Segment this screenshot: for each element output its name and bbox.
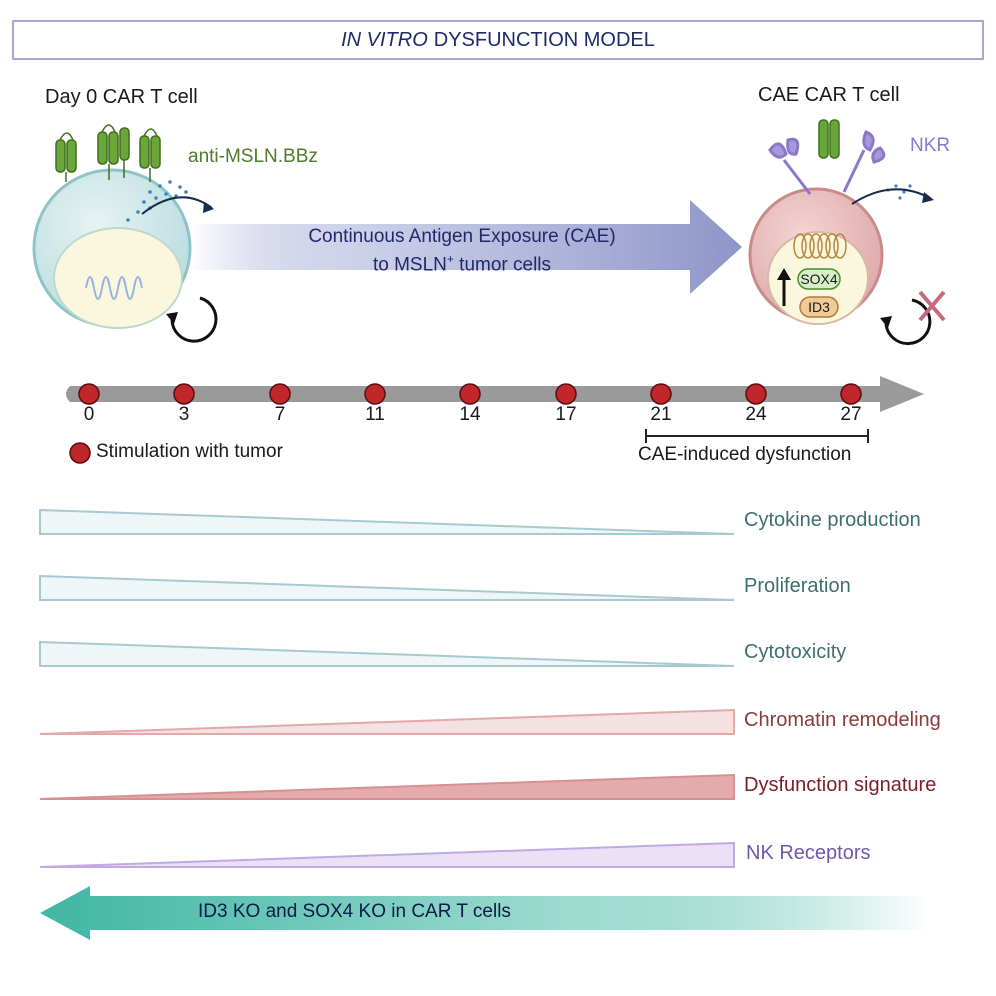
- trend-wedge: [39, 640, 735, 667]
- day-label: 14: [459, 404, 481, 425]
- cae-cell-label: CAE CAR T cell: [758, 84, 900, 106]
- car-receptors: [55, 127, 161, 173]
- cae-line1: Continuous Antigen Exposure (CAE): [308, 226, 616, 247]
- stimulation-dot: [269, 383, 291, 405]
- cae-car-t-cell: [748, 119, 946, 346]
- cae-line2: to MSLN+ tumor cells: [252, 248, 672, 276]
- id3-label: ID3: [808, 299, 830, 315]
- timeline-arrow: [66, 376, 924, 412]
- stimulation-dot: [78, 383, 100, 405]
- stimulation-dot: [650, 383, 672, 405]
- title-box: IN VITRO DYSFUNCTION MODEL: [12, 20, 984, 60]
- day-label: 21: [650, 404, 672, 425]
- legend-dot: [69, 442, 91, 464]
- day-label: 27: [840, 404, 862, 425]
- legend-label: Stimulation with tumor: [96, 441, 283, 462]
- proliferation-cycle-icon: [166, 296, 218, 343]
- trend-wedge: [39, 841, 735, 868]
- cae-text: Continuous Antigen Exposure (CAE) to MSL…: [252, 226, 672, 276]
- trend-label: NK Receptors: [746, 842, 871, 864]
- trend-wedge: [39, 773, 735, 800]
- stimulation-dot: [173, 383, 195, 405]
- trend-wedge: [39, 708, 735, 735]
- stimulation-dot: [840, 383, 862, 405]
- day-label: 0: [83, 404, 95, 425]
- title-italic: IN VITRO: [341, 28, 428, 51]
- title-rest: DYSFUNCTION MODEL: [433, 28, 655, 51]
- day-label: 3: [178, 404, 190, 425]
- trend-label: Proliferation: [744, 575, 851, 597]
- trend-wedge: [39, 508, 735, 535]
- stimulation-dot: [459, 383, 481, 405]
- stimulation-dots: [78, 383, 862, 405]
- blocked-proliferation-icon: [880, 290, 946, 346]
- nkr-label: NKR: [910, 135, 951, 156]
- cae-line2-pre: to MSLN: [372, 254, 447, 276]
- trend-label: Dysfunction signature: [744, 774, 937, 796]
- day-label: 17: [555, 404, 577, 425]
- cae-line2-sup: +: [446, 252, 454, 266]
- trend-label: Cytotoxicity: [744, 641, 847, 663]
- trend-wedges: [39, 508, 735, 868]
- day-label: 7: [274, 404, 286, 425]
- trend-label: Cytokine production: [744, 509, 921, 531]
- sox4-label: SOX4: [800, 271, 838, 287]
- nk-receptors: [768, 130, 886, 195]
- trend-wedge: [39, 574, 735, 601]
- stimulation-dot: [555, 383, 577, 405]
- ko-arrow-label: ID3 KO and SOX4 KO in CAR T cells: [198, 901, 511, 922]
- trend-label: Chromatin remodeling: [744, 709, 941, 731]
- car-receptor-label: anti-MSLN.BBz: [188, 146, 318, 167]
- chromatin: [793, 233, 847, 259]
- day0-car-t-cell: [32, 124, 218, 343]
- cae-arrow: [190, 200, 742, 294]
- day-label: 11: [365, 404, 385, 425]
- day-label: 24: [745, 404, 767, 425]
- dysfunction-label: CAE-induced dysfunction: [638, 444, 852, 465]
- day0-cell-label: Day 0 CAR T cell: [45, 86, 198, 108]
- stimulation-dot: [745, 383, 767, 405]
- cytokine-dots: [126, 180, 188, 222]
- dysfunction-bracket: [645, 429, 869, 443]
- cae-line2-post: tumor cells: [453, 254, 552, 276]
- stimulation-dot: [364, 383, 386, 405]
- ko-arrow: [40, 886, 930, 940]
